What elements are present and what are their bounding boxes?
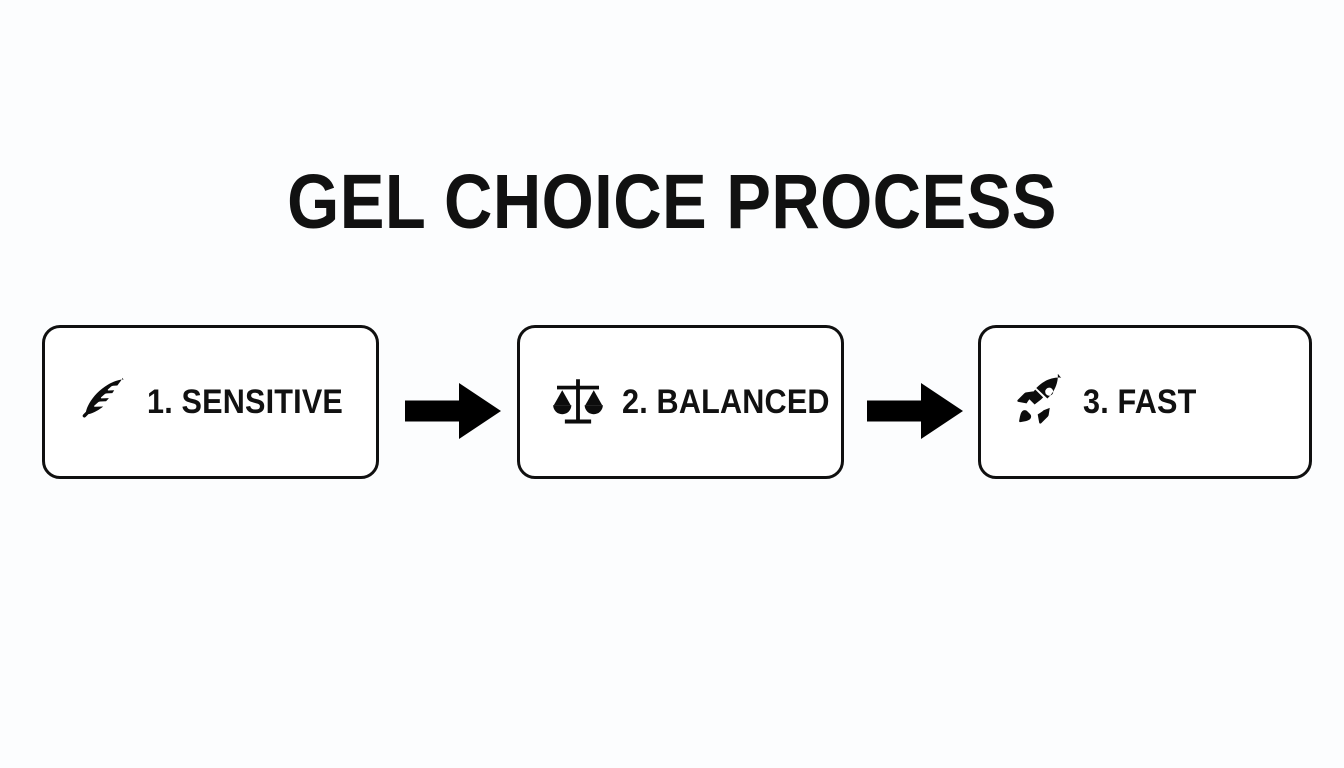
step-label-balanced: 2. BALANCED bbox=[622, 383, 830, 421]
step-label-sensitive: 1. SENSITIVE bbox=[147, 383, 344, 421]
arrow-right-icon bbox=[867, 380, 963, 442]
rocket-icon bbox=[1011, 374, 1067, 430]
balance-scale-icon bbox=[550, 374, 606, 430]
step-box-balanced[interactable]: 2. BALANCED bbox=[517, 325, 844, 479]
page-title: GEL CHOICE PROCESS bbox=[287, 159, 1057, 245]
step-content: 3. FAST bbox=[981, 374, 1209, 430]
step-content: 2. BALANCED bbox=[520, 374, 853, 430]
step-box-sensitive[interactable]: 1. SENSITIVE bbox=[42, 325, 379, 479]
step-box-fast[interactable]: 3. FAST bbox=[978, 325, 1312, 479]
process-flow: 1. SENSITIVE bbox=[42, 325, 1312, 479]
arrow-right-icon bbox=[405, 380, 501, 442]
step-content: 1. SENSITIVE bbox=[45, 374, 365, 430]
step-label-fast: 3. FAST bbox=[1083, 383, 1197, 421]
feather-icon bbox=[75, 374, 131, 430]
